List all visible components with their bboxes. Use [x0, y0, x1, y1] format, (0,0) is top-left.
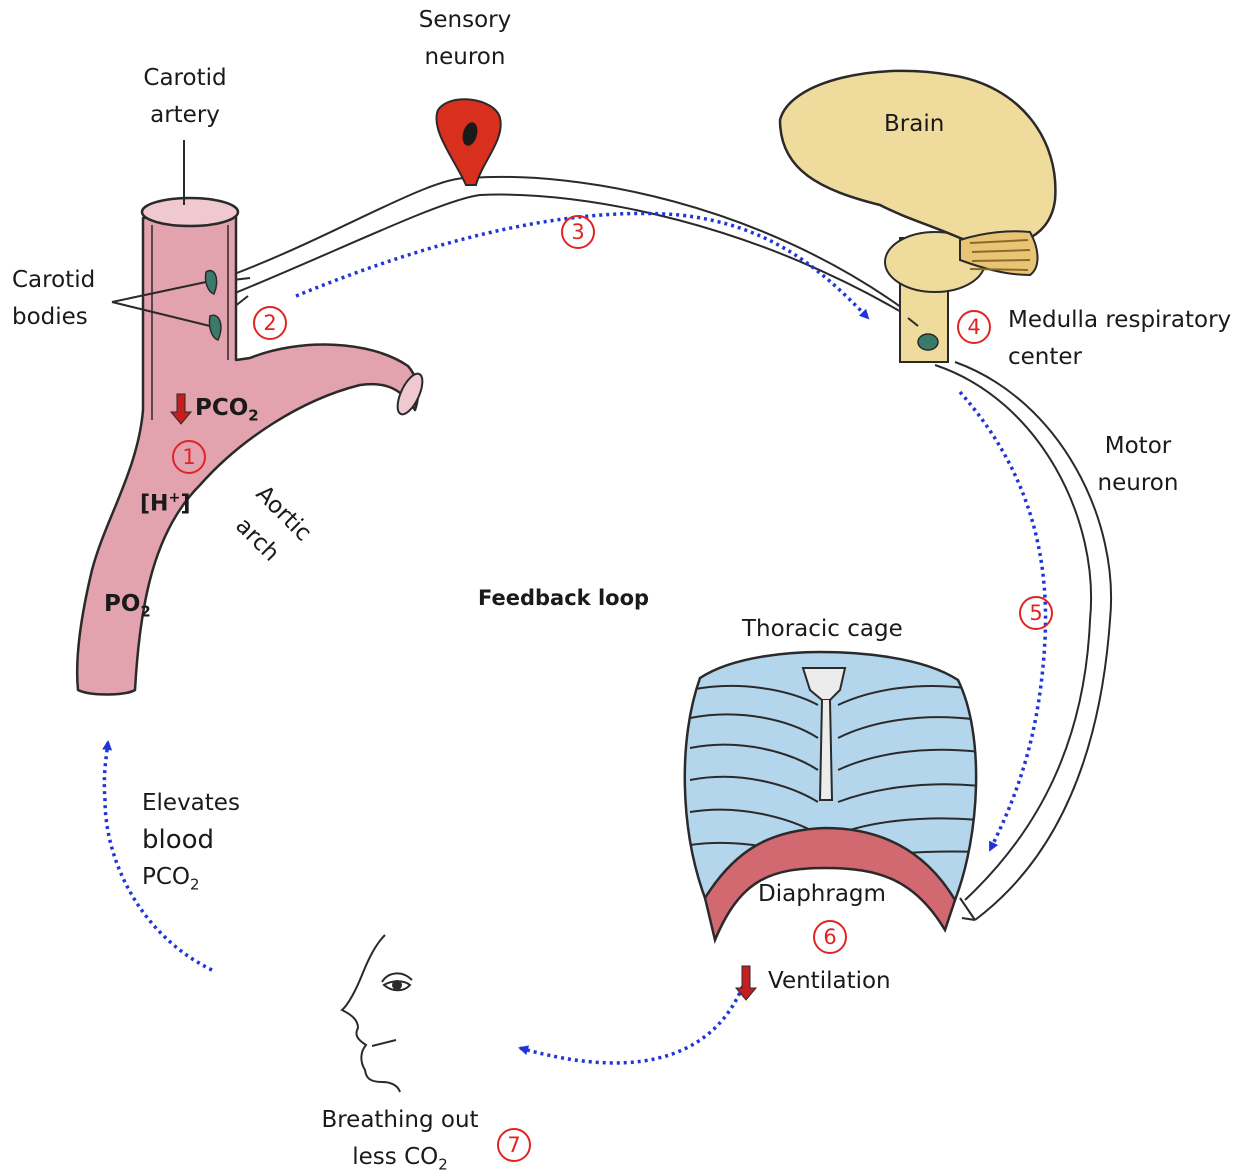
thoracic-cage-label: Thoracic cage [742, 611, 903, 648]
sensory-neuron-cell-body [436, 99, 500, 185]
step-2-marker: 2 [253, 306, 287, 340]
breathing-out-label: Breathing out less CO2 [300, 1102, 500, 1174]
diaphragm-label: Diaphragm [758, 876, 886, 913]
step-7-marker: 7 [497, 1128, 531, 1162]
step-4-marker: 4 [957, 310, 991, 344]
step-1-marker: 1 [172, 440, 206, 474]
po2-label: PO2 [104, 586, 151, 631]
feedback-loop-label: Feedback loop [478, 580, 649, 617]
pco2-label: PCO2 [195, 390, 259, 435]
brain-label: Brain [884, 106, 944, 143]
step-6-marker: 6 [813, 920, 847, 954]
step-3-marker: 3 [561, 215, 595, 249]
sensory-nerve-fiber [215, 177, 918, 322]
step-5-marker: 5 [1019, 596, 1053, 630]
face-profile [342, 935, 412, 1092]
ventilation-label: Ventilation [768, 963, 891, 1000]
elevates-blood-pco2-label: Elevates blood PCO2 [142, 785, 240, 904]
hydrogen-ion-label: [H+] [140, 480, 191, 522]
